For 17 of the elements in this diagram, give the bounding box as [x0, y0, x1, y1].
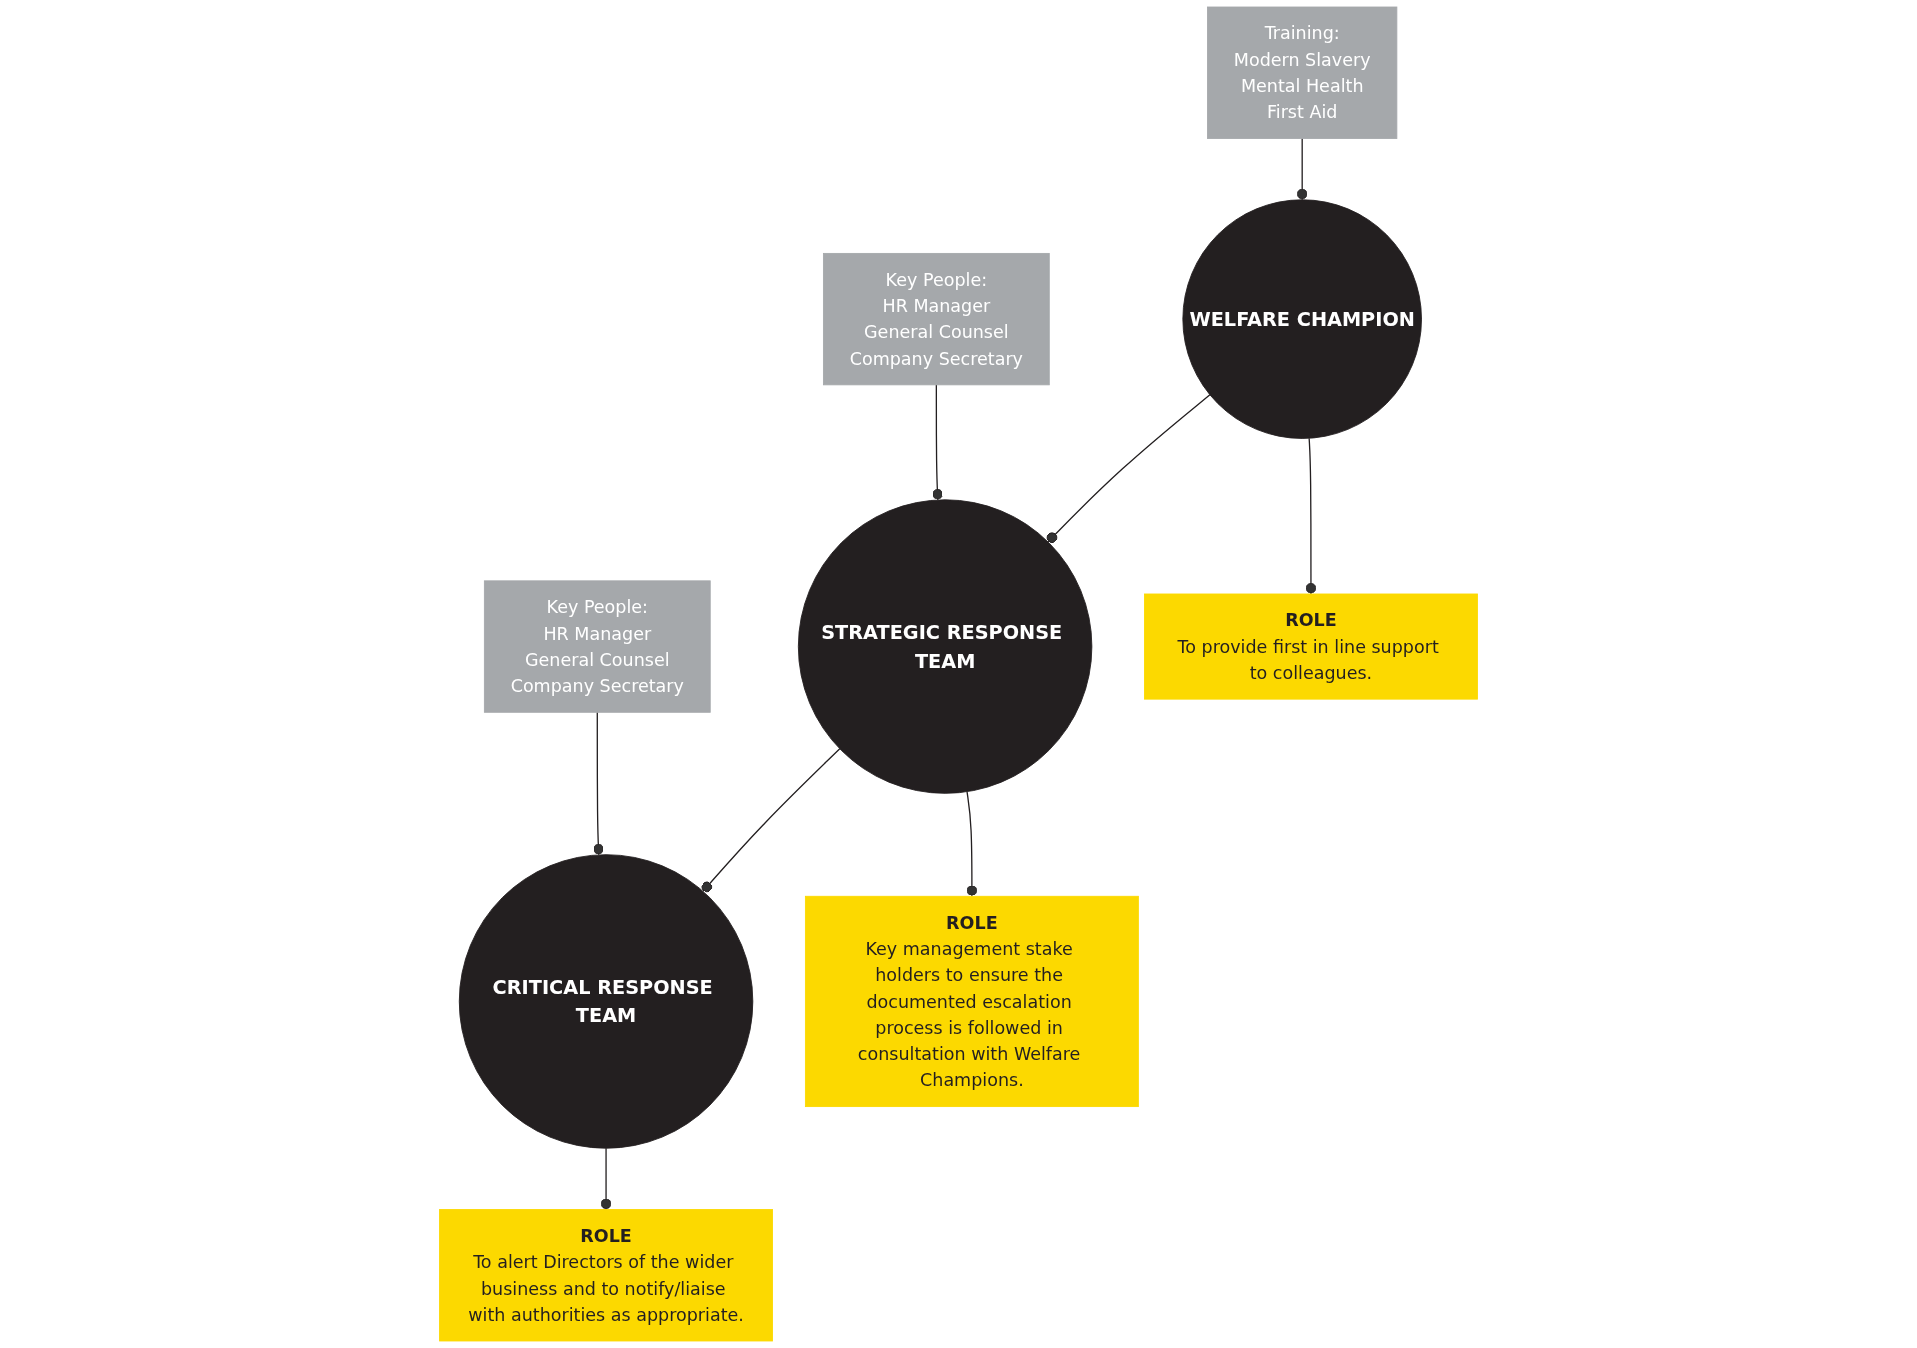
node-box: Key People: HR Manager General Counsel Company Secretary: [483, 580, 711, 713]
node-box: Key People: HR Manager General Counsel Company Secretary: [822, 252, 1050, 386]
node-circle: STRATEGIC RESPONSE TEAM: [797, 499, 1093, 794]
connector: [1305, 437, 1317, 595]
connector: [966, 791, 978, 897]
node-box: ROLE Key management stake holders to ensure the documented escalation process is followed in consultation with Welfare Champions.: [804, 895, 1139, 1108]
connector: [593, 711, 604, 856]
node-circle: WELFARE CHAMPION: [1182, 199, 1422, 439]
node-box: ROLE To provide first in line support to colleagues.: [1144, 593, 1478, 700]
connector: [600, 1147, 612, 1211]
connector: [1296, 137, 1308, 201]
node-box: Training: Modern Slavery Mental Health First Aid: [1207, 6, 1398, 139]
connector: [1046, 394, 1211, 543]
node-circle: CRITICAL RESPONSE TEAM: [458, 854, 754, 1149]
connector: [701, 748, 841, 893]
node-box: ROLE To alert Directors of the wider business and to notify/liaise with authorities as appropriate.: [439, 1209, 773, 1342]
connector: [932, 384, 943, 501]
